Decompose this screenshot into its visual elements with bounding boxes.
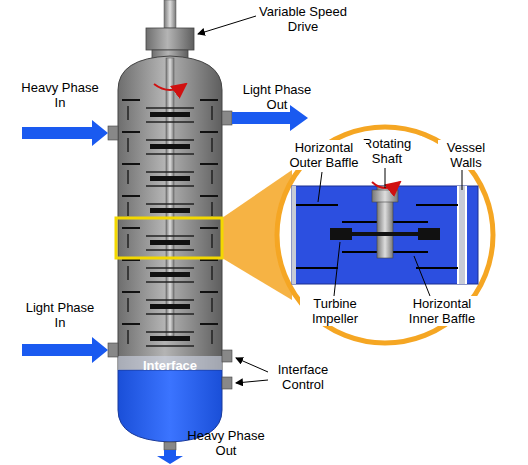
region-label: Interface xyxy=(130,358,210,373)
part-label: Turbine Impeller xyxy=(300,296,370,326)
baffle-stroke xyxy=(146,153,194,155)
baffle-stroke xyxy=(146,121,194,123)
baffle-stroke xyxy=(127,106,129,120)
baffle-stroke xyxy=(122,163,140,165)
baffle-stroke xyxy=(127,170,129,184)
baffle-stroke xyxy=(146,267,194,269)
turbine-impeller xyxy=(150,176,190,181)
baffle-stroke xyxy=(122,131,140,133)
turbine-impeller xyxy=(150,240,190,245)
part-label: Variable Speed Drive xyxy=(258,4,348,34)
baffle-stroke xyxy=(200,323,218,325)
turbine-impeller xyxy=(150,304,190,309)
baffle-stroke xyxy=(146,203,194,205)
baffle-stroke xyxy=(200,291,218,293)
part-label: Light Phase In xyxy=(20,300,100,330)
baffle-stroke xyxy=(211,298,213,312)
baffle-stroke xyxy=(146,345,194,347)
part-label: Horizontal Outer Baffle xyxy=(282,140,366,170)
baffle-stroke xyxy=(146,107,194,109)
baffle-stroke xyxy=(211,138,213,152)
part-label: Heavy Phase Out xyxy=(186,428,266,458)
turbine-impeller xyxy=(150,208,190,213)
baffle-stroke xyxy=(211,234,213,248)
baffle-stroke xyxy=(122,99,140,101)
baffle-stroke xyxy=(211,266,213,280)
baffle-stroke xyxy=(127,330,129,344)
turbine-impeller xyxy=(150,336,190,341)
turbine-impeller xyxy=(150,112,190,117)
baffle-stroke xyxy=(122,291,140,293)
baffle-stroke xyxy=(146,331,194,333)
baffle-stroke xyxy=(200,99,218,101)
part-label: Heavy Phase In xyxy=(20,80,100,110)
baffle-stroke xyxy=(146,313,194,315)
baffle-stroke xyxy=(146,171,194,173)
baffle-stroke xyxy=(146,249,194,251)
baffle-stroke xyxy=(146,139,194,141)
baffle-stroke xyxy=(127,202,129,216)
baffle-stroke xyxy=(200,131,218,133)
baffle-stroke xyxy=(146,299,194,301)
part-label: Vessel Walls xyxy=(438,140,494,170)
baffle-stroke xyxy=(211,106,213,120)
baffle-stroke xyxy=(127,138,129,152)
turbine-impeller xyxy=(150,144,190,149)
baffle-stroke xyxy=(122,195,140,197)
baffle-stroke xyxy=(211,170,213,184)
baffle-stroke xyxy=(146,185,194,187)
baffle-stroke xyxy=(127,234,129,248)
part-label: Horizontal Inner Baffle xyxy=(398,296,486,326)
part-label: Light Phase Out xyxy=(232,82,322,112)
baffle-stroke xyxy=(200,163,218,165)
baffle-stroke xyxy=(122,227,140,229)
baffle-stroke xyxy=(127,298,129,312)
baffle-stroke xyxy=(211,330,213,344)
baffle-stroke xyxy=(211,202,213,216)
baffle-stroke xyxy=(200,195,218,197)
part-label: Interface Control xyxy=(268,362,338,392)
baffle-stroke xyxy=(122,323,140,325)
turbine-impeller xyxy=(150,272,190,277)
baffle-stroke xyxy=(200,227,218,229)
baffle-stroke xyxy=(146,281,194,283)
baffle-stroke xyxy=(127,266,129,280)
baffle-stroke xyxy=(146,235,194,237)
